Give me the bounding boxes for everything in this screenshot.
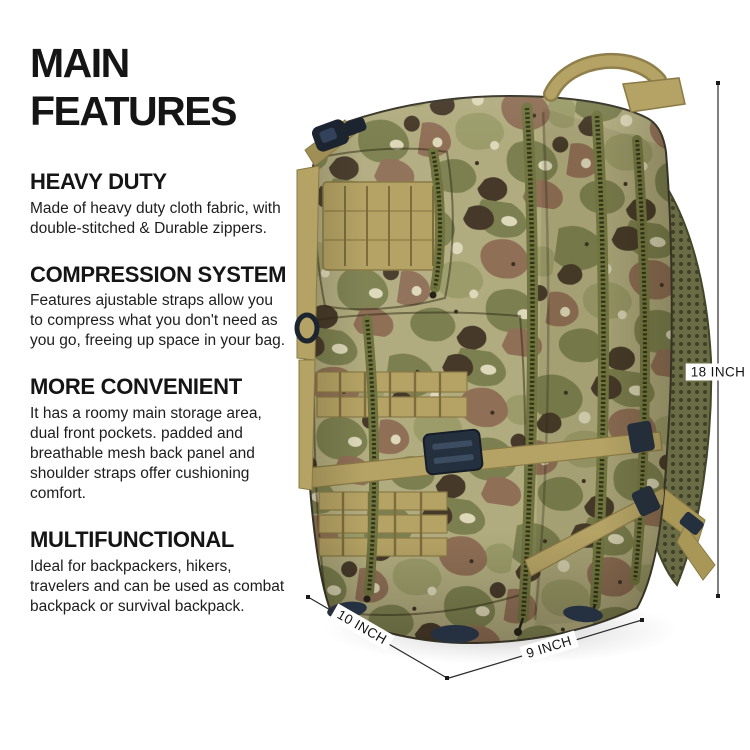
top-flap [622, 77, 686, 113]
feature-body: It has a roomy main storage area, dual f… [30, 405, 262, 503]
page-title: MAIN FEATURES [30, 40, 290, 136]
backpack-illustration [294, 53, 716, 645]
feature-section-more-convenient: MORE CONVENIENT It has a roomy main stor… [30, 373, 290, 504]
feature-copy-column: MAIN FEATURES HEAVY DUTY Made of heavy d… [30, 40, 290, 639]
left-strap-assembly [294, 117, 367, 491]
height-dimension-label: 18 INCH [685, 363, 750, 381]
d-ring-icon [294, 312, 320, 344]
carry-handle [543, 53, 667, 102]
feature-section-compression-system: COMPRESSION SYSTEM Features ajustable st… [30, 261, 290, 352]
page-title-line1: MAIN [30, 40, 130, 86]
feature-section-multifunctional: MULTIFUNCTIONAL Ideal for backpackers, h… [30, 526, 290, 617]
feature-body: Features ajustable straps allow you to c… [30, 292, 286, 350]
backpack-photo [285, 20, 725, 660]
feature-heading: MULTIFUNCTIONAL [30, 527, 235, 553]
feature-heading: HEAVY DUTY [30, 168, 167, 194]
feature-body: Made of heavy duty cloth fabric, with do… [30, 199, 281, 237]
feature-heading: COMPRESSION SYSTEM [30, 261, 287, 287]
side-release-buckle-icon [311, 117, 367, 152]
feature-heading: MORE CONVENIENT [30, 374, 242, 400]
vertical-shading [304, 96, 672, 644]
feature-body: Ideal for backpackers, hikers, travelers… [30, 557, 285, 615]
page-title-line2: FEATURES [30, 87, 237, 134]
feature-section-heavy-duty: HEAVY DUTY Made of heavy duty cloth fabr… [30, 168, 290, 239]
